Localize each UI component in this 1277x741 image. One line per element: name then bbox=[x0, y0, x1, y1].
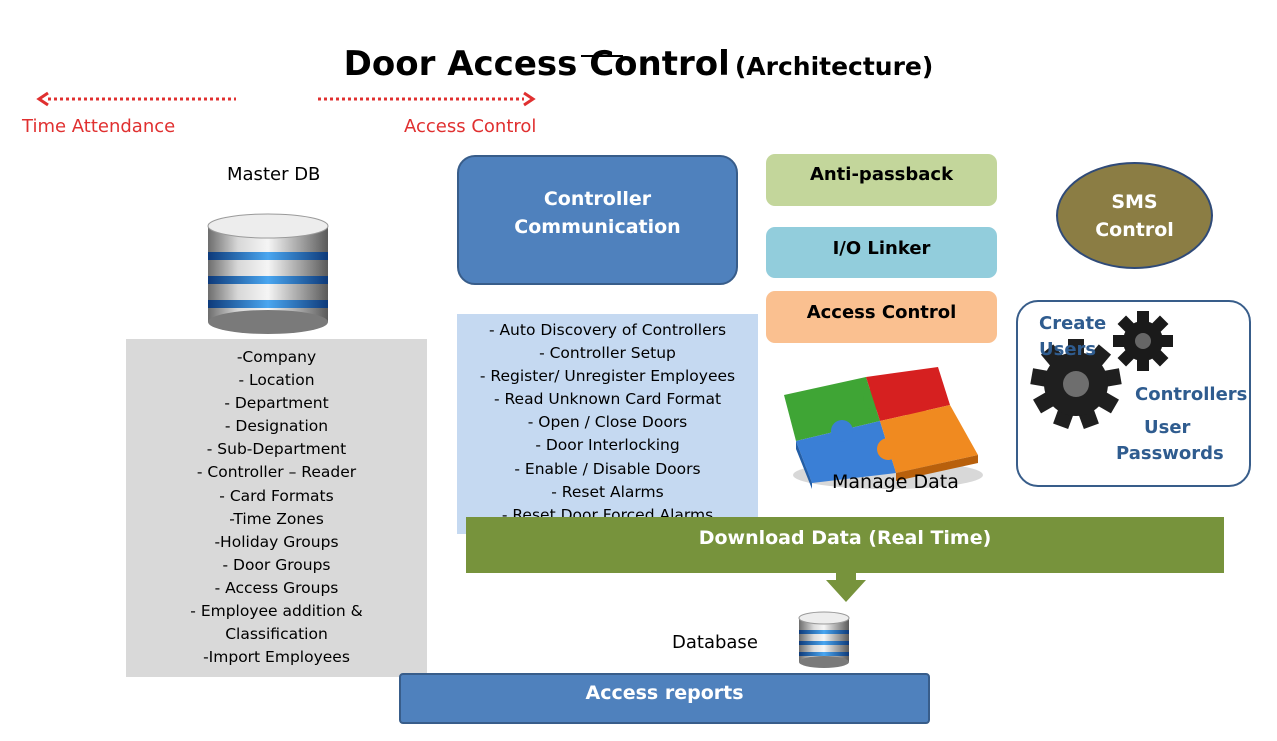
controllers-label: Controllers bbox=[1135, 384, 1248, 405]
list-item: -Import Employees bbox=[203, 648, 350, 667]
list-item: - Open / Close Doors bbox=[527, 413, 688, 432]
database-icon bbox=[798, 611, 850, 668]
list-item: - Enable / Disable Doors bbox=[514, 459, 701, 478]
user-label: User bbox=[1144, 417, 1191, 438]
list-item: - Employee addition & bbox=[190, 602, 363, 621]
list-item: - Reset Alarms bbox=[551, 482, 664, 501]
down-arrow-icon bbox=[826, 572, 866, 602]
list-item: - Door Groups bbox=[222, 555, 331, 574]
create-users-label: Create Users bbox=[1039, 313, 1107, 360]
controller-title-line2: Communication bbox=[514, 216, 681, 238]
list-item: - Controller – Reader bbox=[196, 463, 357, 482]
io-linker-box: I/O Linker bbox=[766, 227, 997, 278]
controller-title-line1: Controller bbox=[543, 188, 652, 210]
list-item: - Designation bbox=[224, 417, 329, 436]
list-item: - Card Formats bbox=[219, 486, 334, 505]
master-db-label: Master DB bbox=[227, 164, 321, 185]
page-title: Door Access Control (Architecture) bbox=[0, 44, 1277, 84]
list-item: -Company bbox=[236, 348, 317, 366]
list-item: - Register/ Unregister Employees bbox=[479, 367, 736, 386]
list-item: - Auto Discovery of Controllers bbox=[488, 321, 727, 339]
list-item: - Sub-Department bbox=[206, 440, 347, 459]
passwords-label: Passwords bbox=[1116, 443, 1224, 464]
list-item: -Time Zones bbox=[229, 509, 324, 528]
sms-line2: Control bbox=[1095, 218, 1174, 241]
list-item: - Access Groups bbox=[214, 578, 339, 597]
small-gear-icon bbox=[1113, 311, 1173, 371]
access-control-box: Access Control bbox=[766, 291, 997, 343]
title-main: Door Access Control bbox=[343, 44, 730, 84]
access-control-arrow-label: Access Control bbox=[404, 116, 537, 137]
database-label: Database bbox=[672, 632, 758, 653]
title-overline bbox=[581, 55, 623, 57]
access-reports-bar: Access reports bbox=[399, 673, 930, 724]
list-item: Classification bbox=[225, 625, 328, 644]
controller-communication-box: Controller Communication bbox=[457, 155, 738, 285]
controller-functions-list: - Auto Discovery of Controllers - Contro… bbox=[457, 314, 758, 534]
time-attendance-label: Time Attendance bbox=[22, 116, 176, 137]
master-database-icon bbox=[207, 213, 329, 334]
right-dotted-arrow bbox=[318, 91, 536, 107]
list-item: - Read Unknown Card Format bbox=[493, 390, 722, 409]
list-item: - Controller Setup bbox=[539, 344, 676, 363]
large-gear-icon bbox=[1030, 339, 1122, 430]
list-item: - Department bbox=[224, 394, 329, 413]
master-db-list: -Company - Location - Department - Desig… bbox=[126, 339, 427, 677]
list-item: - Location bbox=[238, 371, 315, 390]
title-sub: (Architecture) bbox=[734, 52, 934, 81]
sms-control-ellipse: SMS Control bbox=[1056, 162, 1213, 269]
download-data-bar: Download Data (Real Time) bbox=[466, 517, 1224, 573]
list-item: - Door Interlocking bbox=[535, 436, 680, 455]
manage-data-label: Manage Data bbox=[832, 471, 959, 493]
list-item: -Holiday Groups bbox=[214, 532, 339, 551]
sms-line1: SMS bbox=[1111, 190, 1158, 213]
anti-passback-box: Anti-passback bbox=[766, 154, 997, 206]
puzzle-pieces-image bbox=[778, 357, 996, 494]
left-dotted-arrow bbox=[36, 91, 236, 107]
